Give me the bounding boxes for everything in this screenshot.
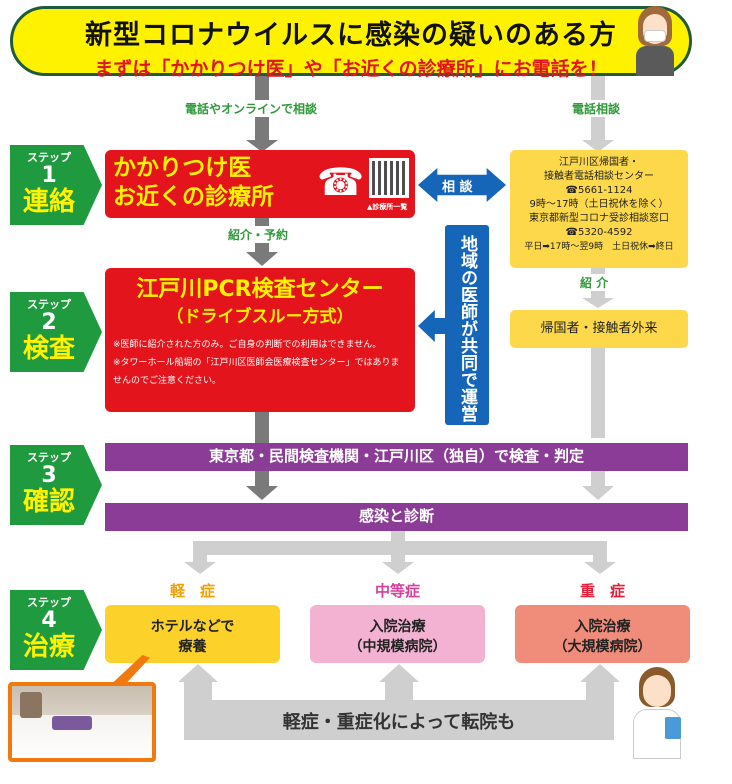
hotel-room-photo	[8, 682, 156, 762]
joint-operation-label: 地域の医師が共同で運営	[457, 234, 477, 422]
step-2-badge: ステップ 2 検査	[10, 292, 102, 372]
hotline-phone-2[interactable]: ☎5320-4592	[565, 227, 633, 238]
test-judgement-label: 東京都・民間検査機関・江戸川区（独自）で検査・判定	[208, 447, 584, 465]
arrow-up	[178, 664, 218, 682]
step-label: ステップ	[27, 596, 71, 609]
header-banner: 新型コロナウイルスに感染の疑いのある方 まずは「かかりつけ医」や「お近くの診療所…	[10, 6, 692, 80]
test-judgement-bar: 東京都・民間検査機関・江戸川区（独自）で検査・判定	[105, 443, 688, 471]
treatment-line: 入院治療	[574, 619, 631, 635]
treatment-moderate-box: 入院治療 （中規模病院）	[310, 605, 485, 663]
phone-consult-label: 電話相談	[572, 100, 621, 117]
referral-label: 紹 介	[580, 274, 609, 291]
step-word: 治療	[22, 632, 75, 662]
step-word: 検査	[22, 334, 75, 364]
arrow-left	[418, 310, 446, 342]
hotline-line: 接触者電話相談センター	[544, 171, 654, 182]
qr-caption: ▲診療所一覧	[367, 203, 408, 211]
arrow-down	[246, 486, 278, 500]
transfer-band	[184, 700, 614, 740]
treatment-line: （大規模病院）	[553, 639, 652, 655]
hotline-box: 江戸川区帰国者・ 接触者電話相談センター ☎5661-1124 9時～17時（土…	[510, 150, 688, 268]
flow-line	[591, 348, 605, 438]
step-3-badge: ステップ 3 確認	[10, 445, 102, 525]
telephone-icon: ☎	[317, 160, 365, 204]
arrow-down	[382, 562, 414, 574]
diagnosis-bar: 感染と診断	[105, 503, 688, 531]
joint-operation-box: 地域の医師が共同で運営	[445, 225, 489, 425]
arrow-down	[584, 562, 616, 574]
treatment-line: ホテルなどで	[150, 619, 235, 635]
severity-moderate: 中等症	[374, 582, 420, 600]
step-4-badge: ステップ 4 治療	[10, 590, 102, 670]
doctor-illustration	[625, 665, 690, 760]
step-word: 連絡	[22, 187, 75, 217]
treatment-line: 入院治療	[369, 619, 426, 635]
step-label: ステップ	[27, 451, 71, 464]
outpatient-label: 帰国者・接触者外来	[540, 321, 658, 336]
qr-code[interactable]	[369, 158, 409, 198]
pcr-title: 江戸川PCR検査センター	[136, 277, 384, 302]
clinic-line1: かかりつけ医	[113, 155, 252, 181]
step-label: ステップ	[27, 151, 71, 164]
arrow-up	[379, 664, 419, 682]
hotline-line: 東京都新型コロナ受診相談窓口	[529, 213, 669, 224]
step-1-badge: ステップ 1 連絡	[10, 145, 102, 225]
outpatient-box: 帰国者・接触者外来	[510, 310, 688, 348]
online-consult-label: 電話やオンラインで相談	[185, 100, 318, 117]
transfer-stem	[385, 680, 413, 705]
arrow-down	[184, 562, 216, 574]
severity-mild: 軽 症	[169, 582, 215, 600]
tree-drop	[391, 541, 405, 565]
pcr-note: ※医師に紹介された方のみ。ご自身の判断での利用はできません。	[113, 340, 382, 350]
step-number: 1	[41, 163, 57, 188]
tree-drop	[593, 541, 607, 565]
step-number: 2	[41, 310, 57, 335]
arrow-down	[246, 140, 278, 152]
transfer-stem	[184, 680, 212, 705]
diagnosis-label: 感染と診断	[358, 507, 434, 525]
step-number: 4	[41, 608, 57, 633]
pcr-subtitle: （ドライブスルー方式）	[166, 307, 354, 327]
treatment-line: 療養	[178, 639, 207, 655]
clinic-line2: お近くの診療所	[113, 184, 274, 210]
arrow-up	[580, 664, 620, 682]
referral-reservation-label: 紹介・予約	[228, 226, 289, 243]
step-word: 確認	[22, 487, 75, 517]
transfer-label: 軽症・重症化によって転院も	[282, 712, 516, 733]
step-label: ステップ	[27, 298, 71, 311]
tree-drop	[193, 541, 207, 565]
arrow-down	[246, 252, 278, 266]
hotline-line: 江戸川区帰国者・	[559, 157, 639, 168]
treatment-line: （中規模病院）	[348, 639, 447, 655]
severity-severe: 重 症	[579, 582, 625, 600]
flow-line	[255, 412, 269, 443]
arrow-down	[582, 298, 614, 308]
pcr-note: ※タワーホール船堀の「江戸川区医師会医療検査センター」ではありませんのでご注意く…	[113, 358, 400, 386]
transfer-stem	[586, 680, 614, 705]
page-subtitle: まずは「かかりつけ医」や「お近くの診療所」にお電話を！	[94, 58, 608, 80]
page-title: 新型コロナウイルスに感染の疑いのある方	[85, 20, 617, 51]
step-number: 3	[41, 463, 57, 488]
hotline-hours-1: 9時～17時（土日祝休を除く）	[529, 199, 669, 210]
consult-label: 相 談	[442, 180, 473, 195]
pcr-center-box: 江戸川PCR検査センター （ドライブスルー方式） ※医師に紹介された方のみ。ご自…	[105, 268, 415, 412]
arrow-down	[582, 140, 614, 152]
arrow-down	[582, 486, 614, 500]
treatment-mild-box: ホテルなどで 療養	[105, 605, 280, 663]
flow-line	[591, 471, 605, 489]
clinic-box: かかりつけ医 お近くの診療所 ☎ ▲診療所一覧	[105, 150, 415, 218]
hotline-phone-1[interactable]: ☎5661-1124	[565, 185, 633, 196]
flow-line	[255, 471, 269, 489]
hotline-hours-2: 平日➡17時～翌9時 土日祝休➡終日	[524, 242, 674, 252]
treatment-severe-box: 入院治療 （大規模病院）	[515, 605, 690, 663]
woman-with-mask-illustration	[630, 2, 680, 77]
